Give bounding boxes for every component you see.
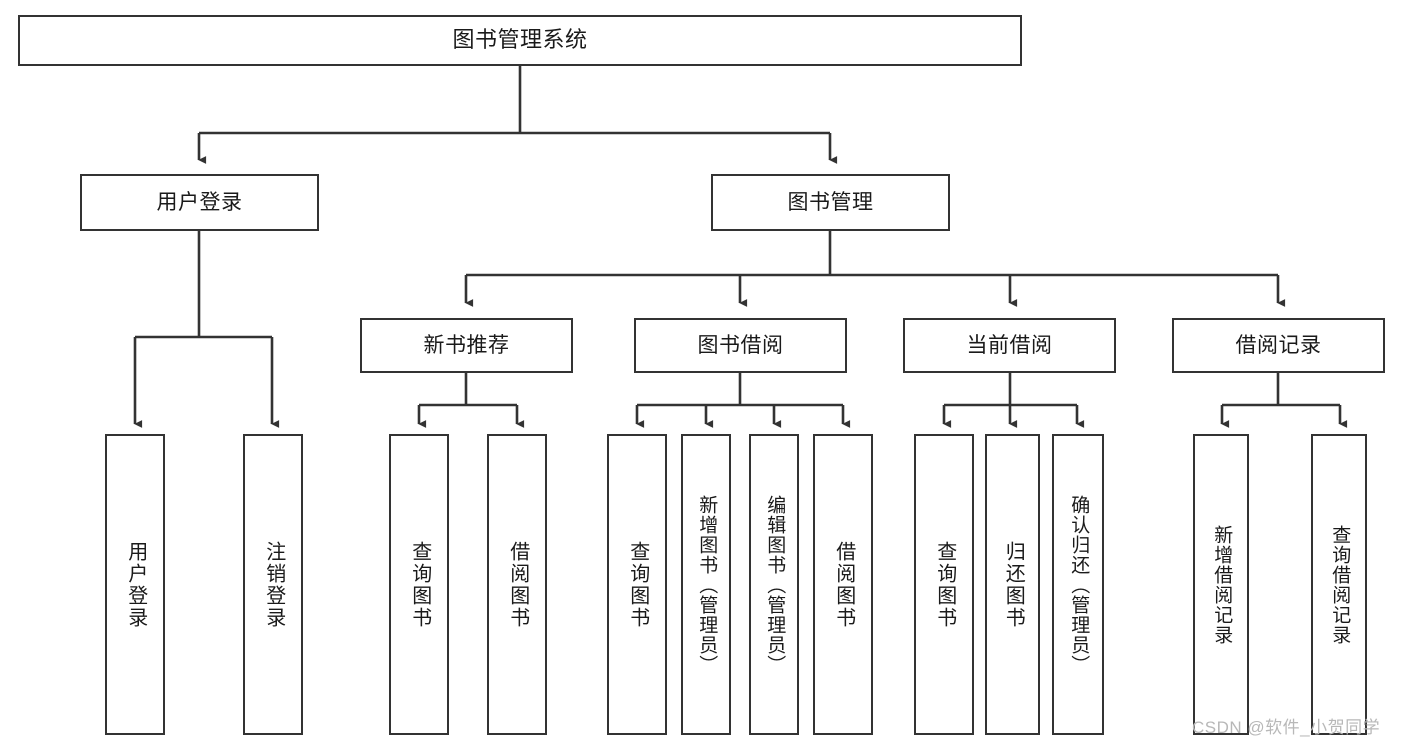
node-label: 新增图书（管理员） <box>696 494 718 675</box>
node-label: 新书推荐 <box>423 333 510 357</box>
node-label: 查询图书 <box>408 540 431 629</box>
watermark: CSDN @软件_小贺同学 <box>1192 718 1381 737</box>
leaf-add-borrow-record[interactable]: 新增借阅记录 <box>1193 434 1249 735</box>
node-label: 用户登录 <box>156 190 243 214</box>
leaf-confirm-return-admin[interactable]: 确认归还（管理员） <box>1052 434 1104 735</box>
node-label: 查询借阅记录 <box>1329 524 1351 645</box>
node-label: 归还图书 <box>1002 540 1025 629</box>
node-book-management[interactable]: 图书管理 <box>711 174 950 231</box>
node-book-borrow[interactable]: 图书借阅 <box>634 318 847 373</box>
leaf-return-book[interactable]: 归还图书 <box>985 434 1040 735</box>
node-label: 借阅图书 <box>506 540 529 629</box>
leaf-edit-book-admin[interactable]: 编辑图书（管理员） <box>749 434 799 735</box>
leaf-borrow-book-1[interactable]: 借阅图书 <box>487 434 547 735</box>
node-label: 用户登录 <box>124 540 147 629</box>
node-user-login[interactable]: 用户登录 <box>80 174 319 231</box>
node-label: 图书借阅 <box>697 333 784 357</box>
node-label: 确认归还（管理员） <box>1068 494 1090 675</box>
node-label: 借阅图书 <box>832 540 855 629</box>
node-label: 当前借阅 <box>966 333 1053 357</box>
node-label: 查询图书 <box>933 540 956 629</box>
leaf-add-book-admin[interactable]: 新增图书（管理员） <box>681 434 731 735</box>
leaf-query-book-1[interactable]: 查询图书 <box>389 434 449 735</box>
leaf-query-book-2[interactable]: 查询图书 <box>607 434 667 735</box>
node-label: 注销登录 <box>262 540 285 629</box>
node-new-book-recommend[interactable]: 新书推荐 <box>360 318 573 373</box>
node-label: 图书管理系统 <box>452 27 588 53</box>
node-current-borrow[interactable]: 当前借阅 <box>903 318 1116 373</box>
leaf-query-borrow-record[interactable]: 查询借阅记录 <box>1311 434 1367 735</box>
leaf-query-book-3[interactable]: 查询图书 <box>914 434 974 735</box>
node-label: 图书管理 <box>787 190 874 214</box>
node-label: 编辑图书（管理员） <box>764 494 786 675</box>
node-root-book-management-system[interactable]: 图书管理系统 <box>18 15 1022 66</box>
leaf-user-login[interactable]: 用户登录 <box>105 434 165 735</box>
node-borrow-record[interactable]: 借阅记录 <box>1172 318 1385 373</box>
node-label: 新增借阅记录 <box>1211 524 1233 645</box>
leaf-logout[interactable]: 注销登录 <box>243 434 303 735</box>
node-label: 查询图书 <box>626 540 649 629</box>
leaf-borrow-book-2[interactable]: 借阅图书 <box>813 434 873 735</box>
node-label: 借阅记录 <box>1235 333 1322 357</box>
